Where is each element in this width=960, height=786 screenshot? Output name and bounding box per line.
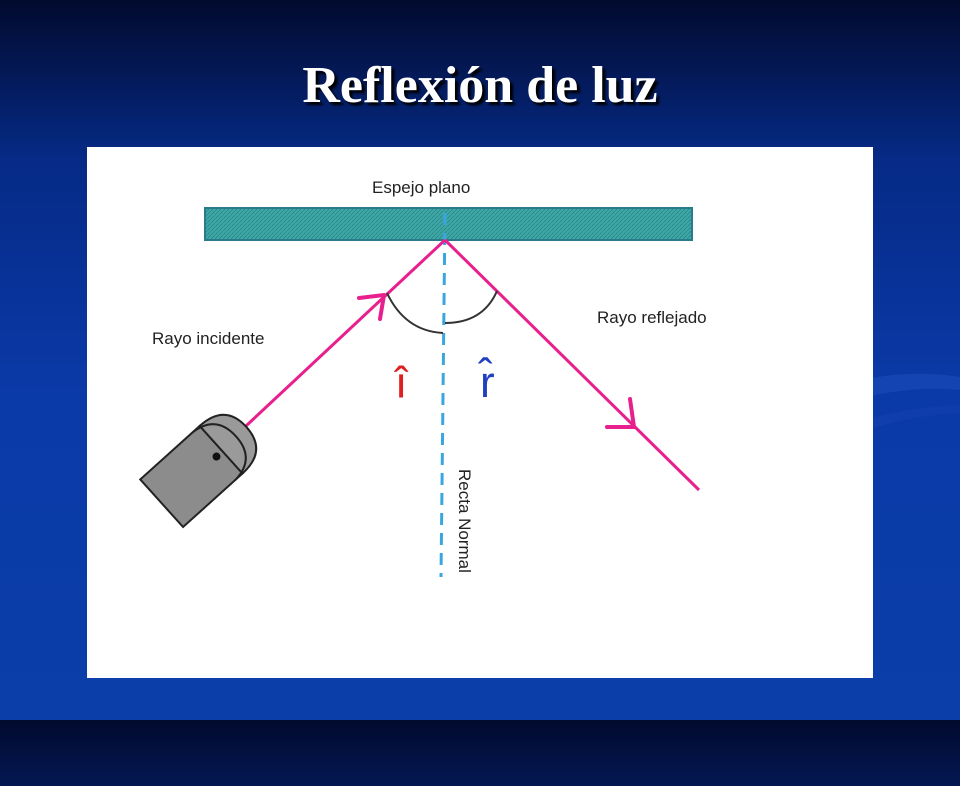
mirror-label: Espejo plano (372, 178, 470, 197)
diagram-svg: Espejo plano Recta Normal Rayo incidente… (87, 147, 873, 678)
reflection-angle-symbol: r̂ (477, 356, 495, 407)
incidence-angle-symbol: î (394, 358, 409, 407)
reflection-angle-arc (445, 291, 497, 323)
reflected-ray-label: Rayo reflejado (597, 308, 707, 327)
incident-ray-label: Rayo incidente (152, 329, 264, 348)
plane-mirror (205, 208, 692, 240)
reflection-diagram: Espejo plano Recta Normal Rayo incidente… (87, 147, 873, 678)
normal-label: Recta Normal (455, 469, 474, 573)
slide-title: Reflexión de luz (0, 56, 960, 115)
incidence-angle-arc (387, 293, 443, 333)
normal-line (441, 213, 445, 577)
